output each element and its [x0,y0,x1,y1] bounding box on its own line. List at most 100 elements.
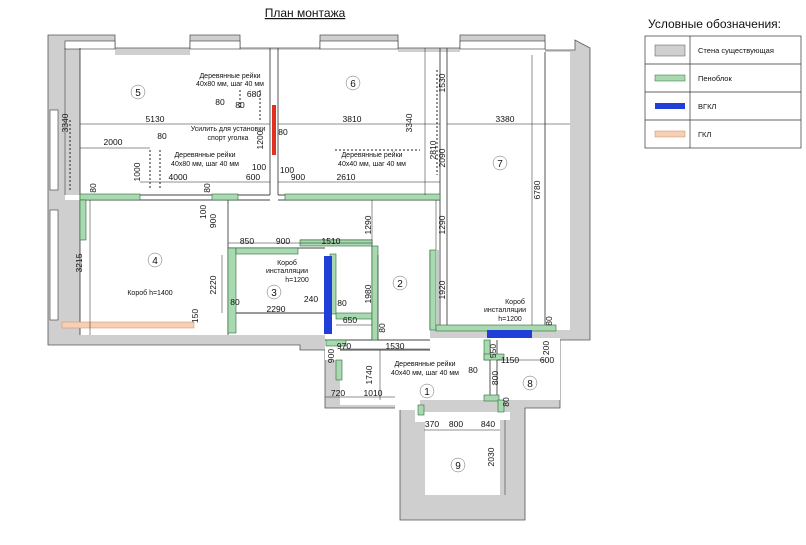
dim-2810: 2810 [428,140,438,159]
dim-650: 650 [343,315,357,325]
dim-150: 150 [190,309,200,323]
dim-80i: 80 [544,316,554,326]
dim-600: 600 [246,172,260,182]
dim-1010: 1010 [364,388,383,398]
dim-3340b: 3340 [404,113,414,132]
legend-label-existing-wall: Стена существующая [698,46,774,55]
dim-80-vert: 80 [202,183,212,193]
window-5 [49,209,59,321]
window-4 [459,40,546,50]
room-8: 8 [527,379,533,390]
dim-5130: 5130 [146,114,165,124]
room-3: 3 [271,288,277,299]
note-box-install-2: инсталляции [266,268,308,275]
dim-80g: 80 [337,298,347,308]
dim-600b: 600 [540,355,554,365]
dim-900a: 900 [291,172,305,182]
dim-6780: 6780 [532,180,542,199]
note-box-install-r: Короб [505,298,525,306]
note-box-install-r-2: инсталляции [484,307,526,314]
dimension-labels: 680 80 5130 3810 3380 3340 3340 1530 209… [60,73,554,466]
window-1 [64,40,116,50]
dim-370: 370 [425,419,439,429]
vgkl-walls [324,256,532,338]
dim-800a: 800 [490,371,500,385]
dim-3340a: 3340 [60,113,70,132]
dim-680: 680 [247,89,261,99]
room-1: 1 [424,387,430,398]
dim-2610: 2610 [337,172,356,182]
note-box-h1400: Короб h=1400 [127,289,172,297]
dim-1200: 1200 [255,130,265,149]
legend-swatch-existing-wall [654,44,686,57]
note-reinforce-2: спорт уголка [208,135,249,142]
dim-1920: 1920 [437,280,447,299]
dim-800b: 800 [449,419,463,429]
room-6: 6 [350,79,356,90]
dim-2090: 2090 [437,148,447,167]
legend-swatch-foam-block [654,74,686,82]
dim-2030: 2030 [486,447,496,466]
note-rails-bottom-2: 40х40 мм, шаг 40 мм [391,370,459,377]
dim-80f: 80 [230,297,240,307]
dim-3215: 3215 [74,253,84,272]
dim-200: 200 [541,341,551,355]
dim-850: 850 [240,236,254,246]
room-2: 2 [397,279,403,290]
rails-hatching [69,70,438,190]
dim-100a: 100 [252,162,266,172]
dim-550: 550 [488,344,498,358]
dim-970: 970 [337,341,351,351]
dim-1290b: 1290 [437,215,447,234]
legend: Условные обозначения: Стена существующая… [644,17,802,149]
dim-2220: 2220 [208,275,218,294]
dim-2290: 2290 [267,304,286,314]
dim-1150: 1150 [501,355,520,365]
note-rails-mid-2: 40х40 мм, шаг 40 мм [338,161,406,168]
dim-80b: 80 [235,100,245,110]
dim-900c: 900 [276,236,290,246]
plan-title: План монтажа [265,6,346,20]
legend-label-foam-block: Пеноблок [698,74,732,83]
legend-swatch-vgkl [655,103,685,109]
window-6 [49,109,59,191]
dim-900b: 900 [208,214,218,228]
note-box-install: Короб [277,259,297,267]
interior [65,48,570,495]
dim-1510: 1510 [322,236,341,246]
dim-720: 720 [331,388,345,398]
room-9: 9 [455,461,461,472]
room-numbers: 1 2 3 4 5 6 7 8 9 [130,75,538,473]
note-box-install-r-3: h=1200 [498,316,522,323]
dim-80a: 80 [215,97,225,107]
note-rails-top: Деревянные рейки [199,72,260,80]
note-rails-top-2: 40х80 мм, шаг 40 мм [196,81,264,88]
dim-900d: 900 [326,349,336,363]
dim-1740: 1740 [364,365,374,384]
dim-240: 240 [304,294,318,304]
dim-1530b: 1530 [386,341,405,351]
dim-80d: 80 [157,131,167,141]
note-rails-left-2: 40х80 мм, шаг 40 мм [171,161,239,168]
dim-80c: 80 [278,127,288,137]
dimension-lines [64,48,570,495]
dim-3810: 3810 [343,114,362,124]
dim-1530: 1530 [437,73,447,92]
dim-840: 840 [481,419,495,429]
notes: Деревянные рейки 40х80 мм, шаг 40 мм Уси… [127,72,526,377]
room-5: 5 [135,88,141,99]
dim-80h: 80 [377,323,387,333]
note-rails-left: Деревянные рейки [174,151,235,159]
dim-100c: 100 [198,205,208,219]
dim-80j: 80 [468,365,478,375]
dim-80e: 80 [88,183,98,193]
room-4: 4 [152,256,158,267]
legend-swatch-gkl [654,130,686,138]
dim-3380: 3380 [496,114,515,124]
legend-label-vgkl: ВГКЛ [698,102,716,111]
gkl-wall [61,321,195,329]
dim-1980: 1980 [363,284,373,303]
windows [49,40,546,321]
window-3 [319,40,399,50]
existing-walls [47,34,591,521]
